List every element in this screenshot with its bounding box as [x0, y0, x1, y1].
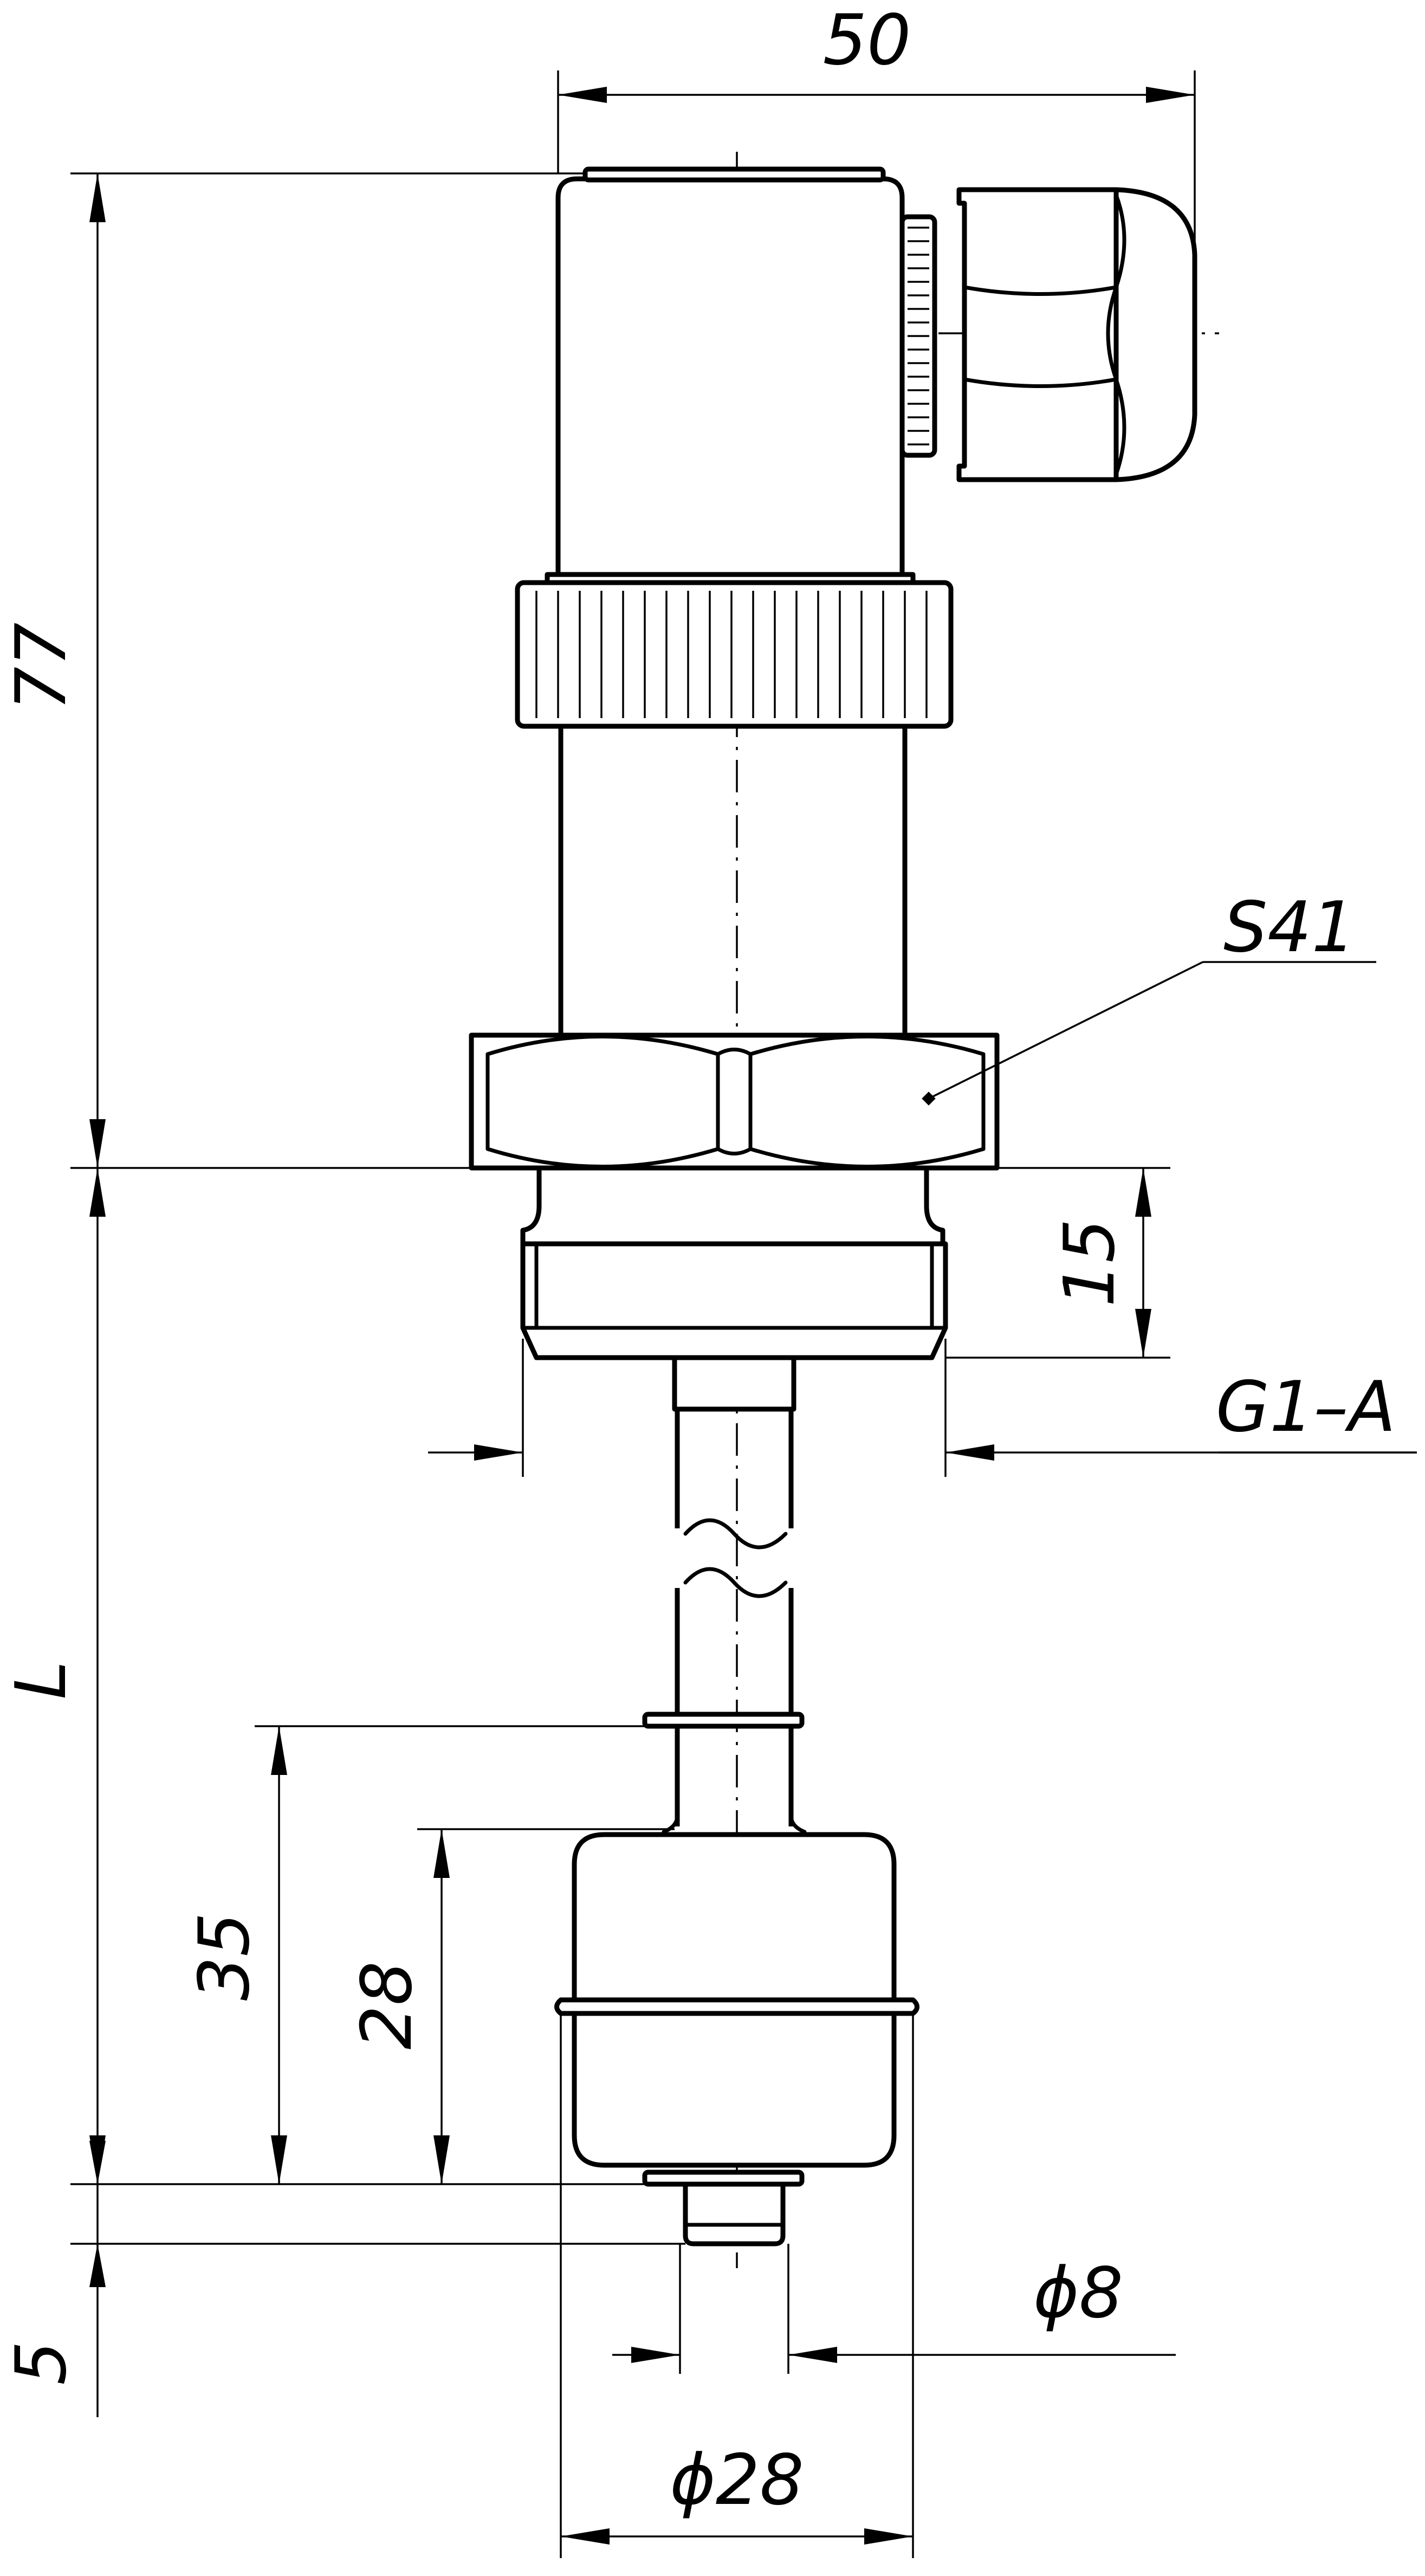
hex-nut: [469, 1032, 1000, 1171]
dim-float-height-28: 28: [347, 1961, 428, 2050]
dim-float-diameter-phi28: ϕ28: [670, 2440, 804, 2521]
thread-connection: [520, 1165, 948, 1412]
dim-hex-s41: S41: [1223, 887, 1356, 968]
knurled-ring: [515, 580, 954, 729]
dim-width-50: 50: [823, 0, 911, 81]
dim-thread-g1a: G1–A: [1216, 1367, 1396, 1448]
sensor-head: [545, 166, 916, 592]
dimension-labels: 50 77 S41 15 G1–A L 35 28 5 ϕ8 ϕ28: [1, 0, 1396, 2521]
extension-lines: [70, 70, 1196, 2558]
dim-stem-diameter-phi8: ϕ8: [1033, 2253, 1123, 2334]
dimension-lines: [89, 87, 1417, 2545]
float: [554, 1832, 919, 2246]
dim-bottom-offset-5: 5: [1, 2341, 82, 2385]
dim-float-position-35: 35: [184, 1913, 265, 2001]
stem: [642, 1409, 807, 1834]
dim-thread-length-15: 15: [1050, 1219, 1130, 1307]
dim-stem-length-l: L: [1, 1661, 82, 1699]
dim-head-height-77: 77: [1, 623, 82, 711]
cable-gland: [899, 187, 1197, 482]
body-cylinder: [558, 726, 908, 1035]
